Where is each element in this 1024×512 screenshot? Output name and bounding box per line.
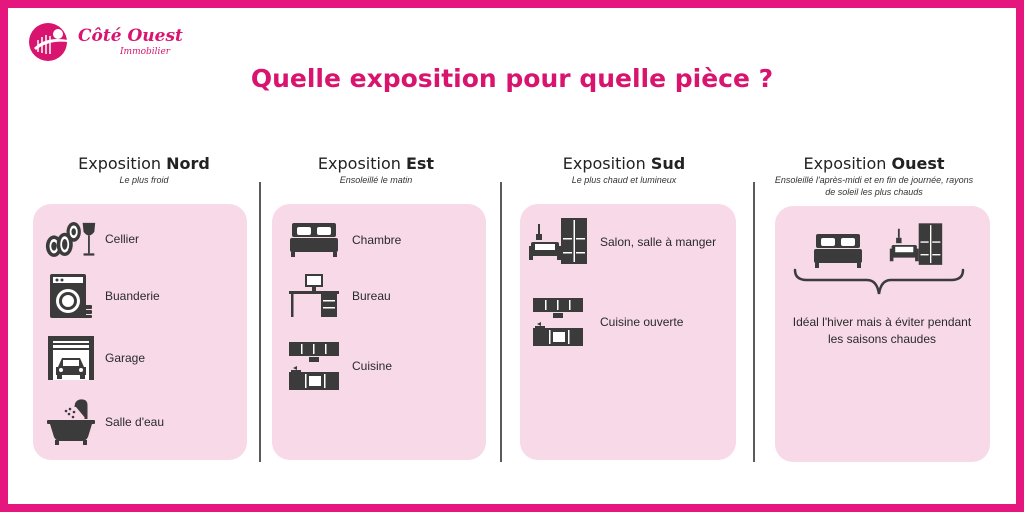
page-title: Quelle exposition pour quelle pièce ? <box>250 64 774 93</box>
heading-nord: Exposition Nord Le plus froid <box>44 154 244 186</box>
heading-ouest: Exposition Ouest Ensoleillé l'après-midi… <box>758 154 990 198</box>
item-label: Salle d'eau <box>105 415 165 429</box>
logo-tagline: Immobilier <box>120 47 171 57</box>
bed-icon <box>814 234 862 268</box>
subtitle-nord: Le plus froid <box>119 175 169 185</box>
item-label: Buanderie <box>105 289 160 303</box>
list-item-garage: Garage <box>45 334 145 382</box>
logo-mark-icon <box>29 23 68 61</box>
bed-icon <box>288 216 340 264</box>
item-label: Cellier <box>105 232 140 246</box>
item-label: Bureau <box>352 289 391 303</box>
subtitle-ouest: Ensoleillé l'après-midi et en fin de jou… <box>774 175 974 197</box>
card-ouest <box>775 206 990 462</box>
heading-est: Exposition Est Ensoleillé le matin <box>276 154 476 186</box>
washing-machine-icon <box>45 272 97 320</box>
list-item-cellier: Cellier <box>45 215 139 263</box>
item-label: Cuisine <box>352 359 393 373</box>
column-divider <box>500 182 502 462</box>
item-label: Garage <box>105 351 146 365</box>
list-item-bureau: Bureau <box>288 272 391 320</box>
brace-icon <box>793 268 965 295</box>
subtitle-sud: Le plus chaud et lumineux <box>571 175 677 185</box>
wine-barrels-icon <box>45 215 97 263</box>
list-item-buanderie: Buanderie <box>45 272 160 320</box>
list-item-salle-deau: Salle d'eau <box>45 398 164 446</box>
list-item-salon: Salon, salle à manger <box>526 218 716 266</box>
ouest-note: Idéal l'hiver mais à éviter pendant les … <box>792 315 972 346</box>
subtitle-est: Ensoleillé le matin <box>339 175 413 185</box>
living-room-icon <box>526 218 590 266</box>
column-divider <box>259 182 261 462</box>
list-item-chambre: Chambre <box>288 216 401 264</box>
kitchen-icon <box>288 342 340 390</box>
item-label: Cuisine ouverte <box>600 315 684 329</box>
list-item-cuisine-ouverte: Cuisine ouverte <box>526 298 683 346</box>
list-item-cuisine: Cuisine <box>288 342 392 390</box>
heading-sud: Exposition Sud Le plus chaud et lumineux <box>524 154 724 186</box>
desk-icon <box>288 272 340 320</box>
kitchen-icon <box>526 298 590 346</box>
garage-icon <box>45 334 97 382</box>
logo-name: Côté Ouest <box>78 26 183 46</box>
living-room-icon <box>889 223 943 265</box>
item-label: Chambre <box>352 233 402 247</box>
bathtub-icon <box>45 398 97 446</box>
logo[interactable]: Côté Ouest Immobilier <box>28 22 188 62</box>
column-divider <box>753 182 755 462</box>
item-label: Salon, salle à manger <box>600 235 717 249</box>
